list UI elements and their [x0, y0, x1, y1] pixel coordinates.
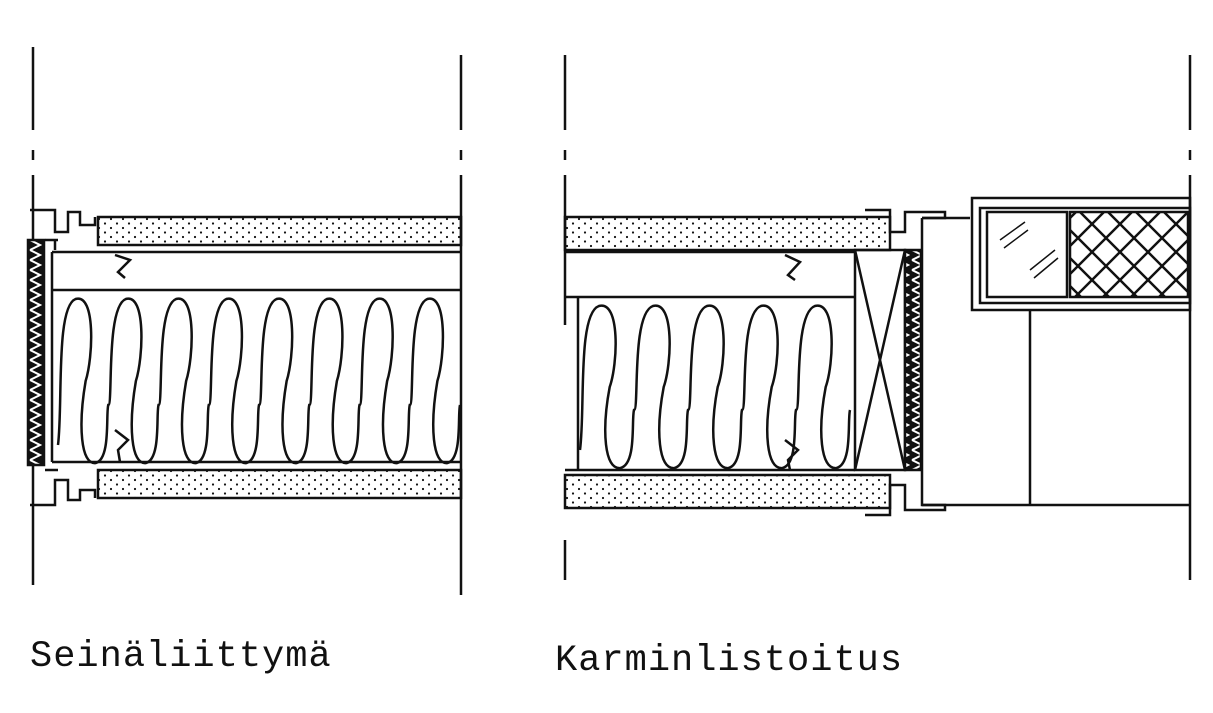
board-bottom	[96, 468, 463, 500]
window-sash-inner	[978, 206, 1192, 305]
glass-pane	[985, 210, 1069, 299]
board-top	[96, 215, 463, 247]
seal-strip-right	[903, 248, 923, 472]
wall-junction-detail	[26, 47, 463, 595]
board-top-2	[563, 215, 892, 252]
crosshatch-block	[1068, 210, 1190, 299]
insulation-left	[56, 297, 462, 465]
caption-frame-trim: Karminlistoitus	[555, 640, 904, 682]
caption-wall-junction: Seinäliittymä	[30, 636, 332, 678]
panel-lines-2	[565, 250, 855, 472]
frame-trim-detail	[563, 55, 1192, 580]
profile-bottom-left	[30, 429, 130, 507]
panel-lines	[50, 250, 461, 464]
glass-reflection	[999, 221, 1059, 279]
board-bottom-2	[563, 473, 892, 510]
wood-block-cross	[853, 249, 907, 471]
insulation-right	[578, 304, 852, 470]
frame-outline	[920, 216, 1190, 507]
seal-strip-left	[26, 238, 46, 467]
profile-top-left	[30, 208, 133, 279]
